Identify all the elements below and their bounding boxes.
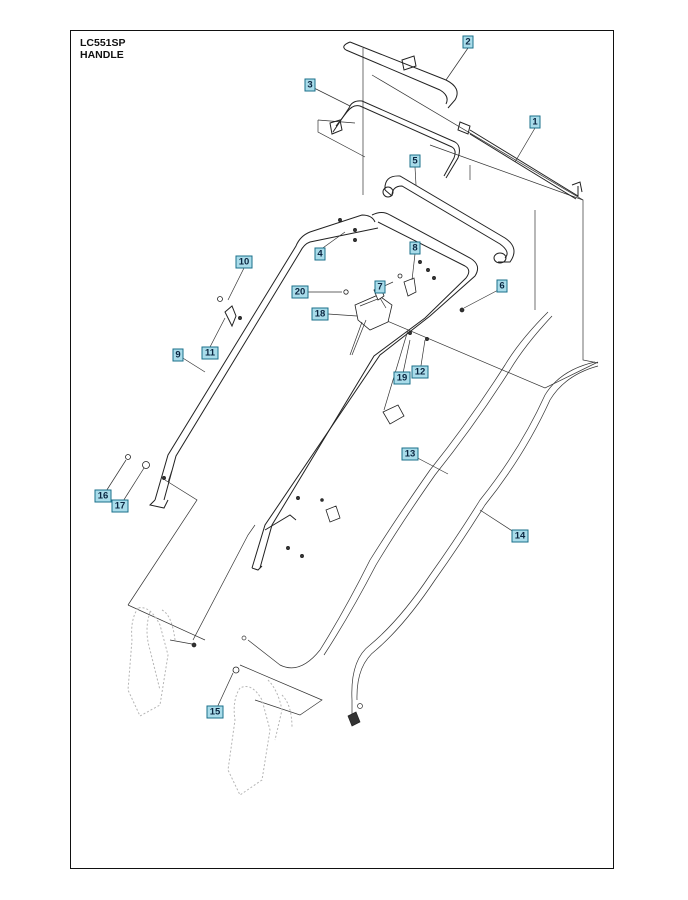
part-9-lower-handle-left — [148, 214, 379, 509]
handle-main-tube — [251, 212, 479, 571]
hardware-bolts — [169, 218, 465, 674]
callout-10: 10 — [235, 255, 253, 269]
callout-16-label: 16 — [98, 491, 109, 502]
callout-11: 11 — [201, 346, 219, 360]
callout-14-label: 14 — [515, 531, 526, 542]
callout-17: 17 — [111, 499, 129, 513]
callout-17-label: 17 — [115, 501, 126, 512]
callout-20: 20 — [291, 285, 309, 299]
part-5-upper-handle — [382, 175, 515, 264]
callout-2-label: 2 — [465, 37, 470, 48]
callout-13-label: 13 — [405, 449, 416, 460]
deck-bracket-ghost-right — [227, 679, 293, 796]
callout-4: 4 — [314, 247, 326, 261]
callout-3-label: 3 — [307, 80, 312, 91]
callout-5-label: 5 — [412, 156, 418, 167]
part-16-17-washers — [125, 454, 166, 480]
part-1-cable-rod — [469, 129, 583, 200]
part-18-control-box — [343, 273, 417, 356]
callout-8: 8 — [409, 241, 421, 255]
callout-18: 18 — [311, 307, 329, 321]
callout-13: 13 — [401, 447, 419, 461]
callout-2: 2 — [462, 35, 474, 49]
part-2-handle-grip — [343, 41, 458, 109]
callout-8-label: 8 — [412, 243, 417, 254]
callout-1-label: 1 — [532, 117, 538, 128]
callout-12-label: 12 — [415, 367, 426, 378]
callout-1: 1 — [529, 115, 541, 129]
part-12-19-clamp — [320, 329, 409, 523]
callout-15-label: 15 — [210, 707, 221, 718]
panel-lines — [127, 48, 599, 716]
callout-4-label: 4 — [317, 249, 323, 260]
part-3-control-bar — [329, 100, 471, 179]
callout-20-label: 20 — [295, 287, 306, 298]
callout-3: 3 — [304, 78, 316, 92]
drawing-border — [70, 30, 614, 869]
callout-18-label: 18 — [315, 309, 326, 320]
callout-12: 12 — [411, 365, 429, 379]
part-13-cable — [241, 311, 553, 669]
part-14-cable — [347, 361, 599, 727]
callout-9: 9 — [172, 348, 184, 362]
callout-19-label: 19 — [397, 373, 408, 384]
callout-7-label: 7 — [377, 282, 382, 293]
callout-6: 6 — [496, 279, 508, 293]
deck-bracket-ghost-left — [127, 607, 176, 717]
callout-7: 7 — [374, 280, 386, 294]
callout-15: 15 — [206, 705, 224, 719]
callout-19: 19 — [393, 371, 411, 385]
part-10-11-knob — [217, 296, 242, 328]
model-number: LC551SP — [80, 37, 126, 49]
callout-14: 14 — [511, 529, 529, 543]
leader-lines — [102, 47, 536, 713]
callout-10-label: 10 — [239, 257, 250, 268]
callout-11-label: 11 — [205, 348, 216, 359]
callout-6-label: 6 — [499, 281, 504, 292]
diagram-title: LC551SP HANDLE — [80, 37, 126, 61]
callout-9-label: 9 — [175, 350, 180, 361]
section-name: HANDLE — [80, 49, 124, 61]
callout-5: 5 — [409, 154, 421, 168]
callout-16: 16 — [94, 489, 112, 503]
